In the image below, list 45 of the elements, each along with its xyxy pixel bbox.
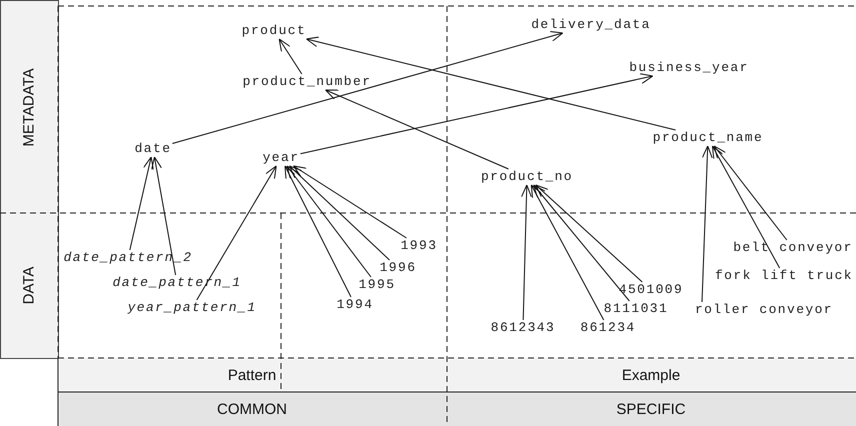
column-label: COMMON	[217, 400, 287, 418]
row-label: DATA	[20, 266, 38, 304]
arrow	[300, 73, 654, 154]
term-label: 1995	[358, 278, 396, 292]
arrow	[535, 184, 643, 282]
term-label: 8111031	[604, 302, 668, 316]
arrow	[289, 166, 390, 260]
arrow	[714, 146, 788, 240]
term-label: date	[134, 142, 172, 156]
arrow	[293, 166, 407, 238]
column-label: Example	[622, 366, 680, 384]
term-label: year	[262, 151, 300, 165]
term-label: year_pattern_1	[128, 301, 256, 315]
arrow	[278, 38, 302, 74]
term-label: fork lift truck	[714, 269, 854, 283]
term-label: product_number	[242, 75, 372, 89]
arrow	[702, 146, 713, 302]
column-label: SPECIFIC	[616, 400, 686, 418]
row-label: METADATA	[20, 68, 38, 146]
term-label: 4501009	[618, 283, 684, 297]
arrow	[325, 90, 509, 170]
term-label: 1994	[336, 298, 374, 312]
arrow	[129, 156, 154, 250]
arrow	[196, 166, 277, 300]
arrow	[306, 36, 676, 130]
term-label: 861234	[580, 321, 636, 335]
arrow	[520, 184, 532, 320]
arrow	[172, 30, 564, 144]
arrow	[284, 166, 352, 298]
term-label: product_no	[480, 170, 573, 184]
term-label: product	[242, 24, 306, 38]
term-label: roller conveyor	[694, 303, 834, 317]
arrow	[286, 166, 372, 278]
term-label: 1996	[380, 261, 416, 275]
term-label: 1993	[400, 239, 438, 253]
term-label: product_name	[652, 131, 764, 145]
term-label: 8612343	[490, 321, 556, 335]
term-label: business_year	[629, 61, 749, 75]
arrow	[151, 156, 176, 276]
term-label: delivery_data	[531, 18, 651, 32]
arrow	[712, 146, 780, 268]
column-label: Pattern	[228, 366, 276, 384]
term-label: belt conveyor	[733, 241, 853, 255]
arrow	[533, 184, 630, 302]
arrow	[530, 184, 604, 320]
